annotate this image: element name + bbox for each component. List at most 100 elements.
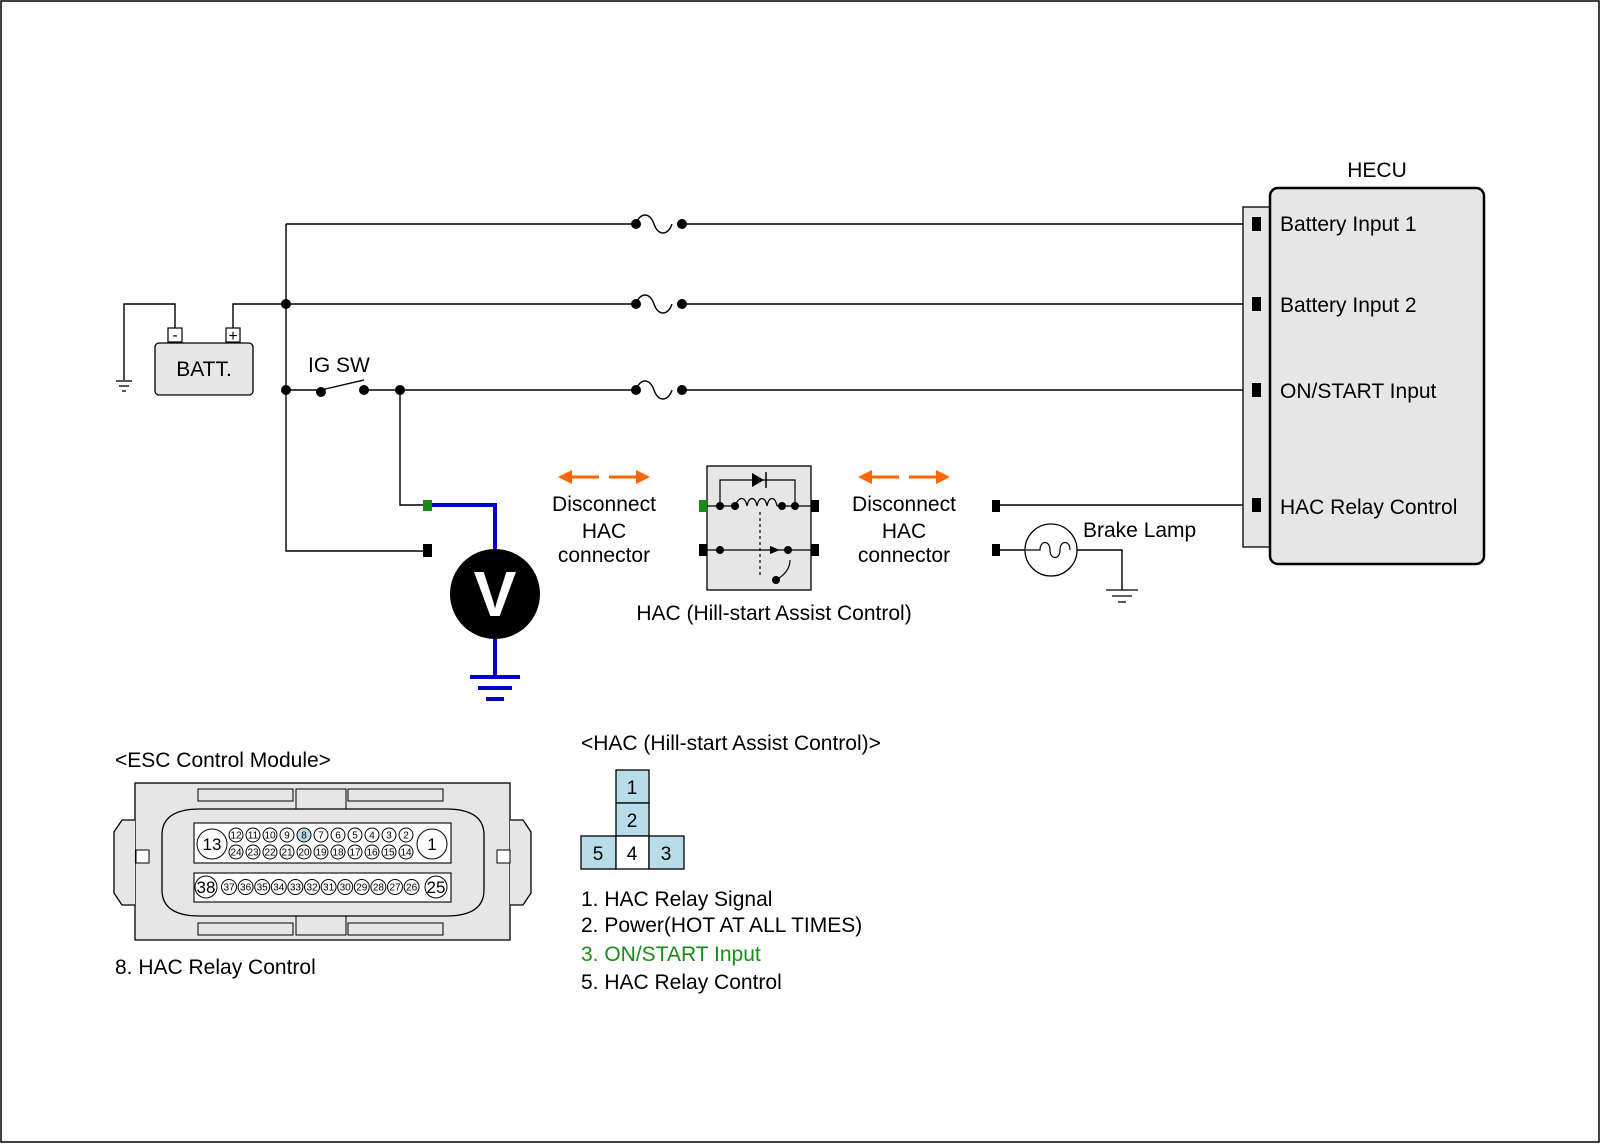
esc-pin-label: 26: [406, 883, 418, 894]
esc-pin-label: 1: [427, 835, 436, 854]
esc-pin-label: 23: [247, 848, 259, 859]
esc-pin: [194, 875, 218, 899]
hac-pin-label: 3: [661, 844, 672, 865]
esc-pin-label: 32: [306, 883, 318, 894]
esc-pin-label: 22: [264, 848, 276, 859]
hac-legend: 1. HAC Relay Signal 2. Power(HOT AT ALL …: [581, 888, 862, 994]
hac-unit-label: HAC (Hill-start Assist Control): [636, 602, 911, 625]
esc-pin-label: 19: [315, 848, 327, 859]
esc-module-title: <ESC Control Module>: [115, 749, 331, 772]
esc-pin: [228, 844, 244, 860]
battery-label: BATT.: [176, 358, 232, 381]
esc-pin: [279, 827, 295, 843]
hac-pin-1-cell: [615, 769, 650, 804]
esc-pin-label: 10: [264, 831, 276, 842]
esc-pin: [279, 844, 295, 860]
ground-icon: [1106, 589, 1138, 603]
esc-pin-label: 6: [335, 831, 341, 842]
esc-pin: [381, 844, 397, 860]
trunk-wire: [285, 224, 428, 552]
esc-pin: [387, 879, 403, 895]
esc-pin-label: 3: [386, 831, 392, 842]
esc-pin: [381, 827, 397, 843]
hac-legend-item: 3. ON/START Input: [581, 943, 761, 966]
esc-pin-label: 29: [356, 883, 368, 894]
connector-terminal: [992, 500, 1000, 512]
meter-dial: [450, 549, 540, 639]
esc-pin: [237, 879, 254, 895]
fuse-3: [635, 380, 673, 400]
hac-pin-4-cell: [615, 835, 650, 870]
esc-pin: [364, 827, 380, 843]
disconnect-left-line2: HAC: [582, 520, 626, 543]
esc-pin: [287, 879, 304, 895]
esc-pin-label: 12: [230, 831, 242, 842]
esc-pin-label: 13: [203, 835, 222, 854]
esc-pin-label: 17: [349, 848, 361, 859]
probe-terminal: [423, 500, 432, 511]
hac-connector: 1 2 5 4 3: [580, 769, 685, 870]
esc-pin: [403, 879, 420, 895]
esc-pin-label: 7: [318, 831, 324, 842]
disconnect-arrows-left: [558, 470, 650, 484]
esc-pin: [221, 879, 237, 895]
esc-pin: [270, 879, 287, 895]
hecu-input-4: HAC Relay Control: [1280, 496, 1457, 519]
esc-pin: [296, 827, 312, 843]
esc-pin-label: 18: [332, 848, 344, 859]
hac-pin-3-cell: [648, 835, 685, 870]
esc-pin: [320, 879, 337, 895]
disconnect-right-line2: HAC: [882, 520, 926, 543]
esc-pin: [416, 828, 448, 860]
esc-pin-label: 15: [383, 848, 395, 859]
disconnect-left-line3: connector: [558, 544, 650, 567]
esc-pin-label: 33: [290, 883, 302, 894]
brake-lamp-wire-b: [1076, 549, 1123, 590]
esc-pin-label: 38: [197, 878, 216, 897]
battery-plus-label: +: [228, 328, 237, 345]
brake-lamp-label: Brake Lamp: [1083, 519, 1196, 542]
hac-pin-label: 5: [593, 844, 604, 865]
esc-pin-label: 21: [281, 848, 293, 859]
esc-pin: [364, 844, 380, 860]
esc-pin-label: 8: [301, 831, 307, 842]
brake-lamp-icon: [1024, 523, 1078, 577]
fuse-1: [635, 214, 673, 234]
disconnect-right-line3: connector: [858, 544, 950, 567]
esc-pin-label: 36: [240, 883, 252, 894]
esc-pin-label: 27: [389, 883, 401, 894]
hac-relay-unit: [699, 465, 819, 591]
hecu-input-1: Battery Input 1: [1280, 213, 1417, 236]
line2-left: [232, 303, 636, 332]
esc-pin: [347, 827, 363, 843]
esc-pin-label: 5: [352, 831, 358, 842]
esc-pin: [330, 844, 346, 860]
hac-legend-item: 2. Power(HOT AT ALL TIMES): [581, 914, 862, 937]
esc-pin-label: 25: [427, 878, 446, 897]
ig-switch-label: IG SW: [308, 354, 370, 377]
esc-pin: [262, 844, 278, 860]
hac-legend-item: 5. HAC Relay Control: [581, 971, 782, 994]
hac-connector-title: <HAC (Hill-start Assist Control)>: [581, 732, 881, 755]
hecu-input-2: Battery Input 2: [1280, 294, 1417, 317]
connector-terminal: [423, 544, 432, 557]
disconnect-arrows-right: [858, 470, 950, 484]
esc-pin: [424, 875, 448, 899]
esc-pin: [353, 879, 370, 895]
hac-pin-2-cell: [615, 802, 650, 837]
hecu-title: HECU: [1347, 159, 1407, 182]
probe-drop-wire: [399, 390, 428, 506]
meter-symbol: V: [474, 558, 517, 630]
esc-pin-label: 34: [273, 883, 285, 894]
battery-ground-wire: [123, 303, 176, 380]
esc-pin-label: 24: [230, 848, 242, 859]
esc-pin: [304, 879, 320, 895]
esc-pin: [370, 879, 387, 895]
hac-pin-label: 2: [627, 811, 638, 832]
junction-dots: [281, 219, 687, 397]
esc-pin-label: 30: [340, 883, 352, 894]
ig-switch-blade: [320, 379, 365, 391]
esc-pin-label: 20: [298, 848, 310, 859]
